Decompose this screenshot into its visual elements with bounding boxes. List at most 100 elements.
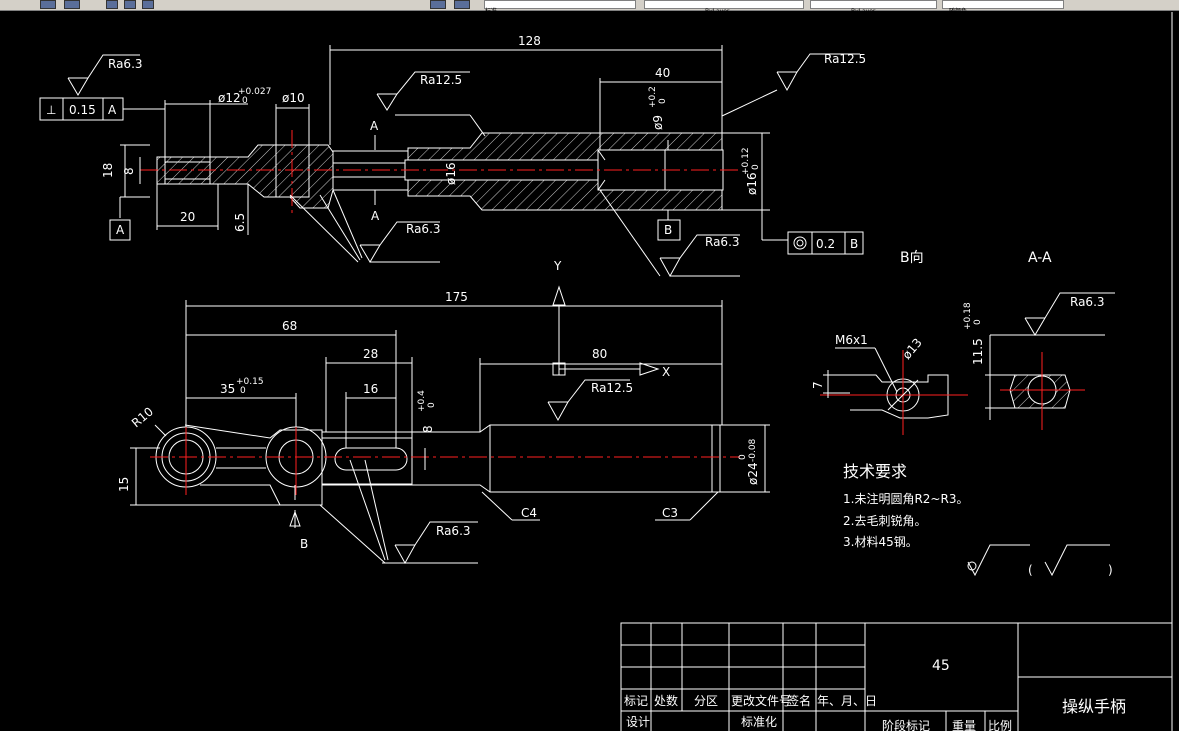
layer-match-icon[interactable] (454, 0, 470, 9)
top-view-part (156, 132, 724, 211)
sun-icon[interactable] (106, 0, 118, 9)
tol-phi16b: +0.12 (741, 147, 751, 175)
layer-icon[interactable] (40, 0, 56, 9)
axis-y-label: Y (553, 259, 562, 273)
other-roughness: ( ) (967, 544, 1113, 577)
view-b-arrow-label: B (300, 537, 308, 551)
tol-phi16b-low: 0 (751, 164, 761, 170)
part-name: 操纵手柄 (1062, 697, 1126, 716)
top-view-centerline (140, 130, 740, 215)
rough-top-3: Ra12.5 (824, 52, 866, 66)
view-aa-dim: 11.5 (971, 338, 985, 365)
tol-35-low: 0 (240, 386, 246, 396)
perp-value: 0.15 (69, 103, 96, 117)
chamfer-c3: C3 (662, 506, 678, 520)
tb-scale: 比例 (988, 719, 1012, 731)
technical-notes: 技术要求 1.未注明圆角R2~R3。 2.去毛刺锐角。 3.材料45钢。 (843, 462, 968, 549)
view-b-title: B向 (900, 250, 924, 266)
lineweight-field[interactable]: 随颜色 (942, 0, 1064, 15)
dim-r10: R10 (129, 404, 156, 430)
rough-close-paren: ) (1108, 563, 1113, 577)
layer-state-icon[interactable] (64, 0, 80, 9)
tb-header-date: 年、月、日 (817, 694, 877, 708)
tb-header-doc: 更改文件号 (731, 693, 791, 708)
bottom-annotations: Ra12.5 Ra6.3 B (289, 379, 633, 565)
dim-6-5: 6.5 (233, 213, 247, 232)
tol-phi12-low: 0 (242, 96, 248, 106)
dim-28: 28 (363, 347, 378, 361)
tb-weight: 重量 (952, 719, 976, 731)
dim-8b: 8 (421, 425, 435, 433)
view-aa-title: A-A (1028, 250, 1052, 266)
tol-phi9: +0.2 (648, 86, 658, 108)
dim-phi24: ø24 (746, 462, 760, 485)
top-annotations: Ra6.3 ⊥ 0.15 A A Ra12.5 A A Ra12.5 Ra6.3 (39, 52, 866, 278)
conc-datum: B (850, 237, 858, 251)
tb-header-sign: 签名 (787, 693, 811, 708)
dim-15: 15 (117, 477, 131, 492)
section-a-top: A (370, 119, 379, 133)
view-aa-tol-low: 0 (973, 319, 983, 325)
axis-x-label: X (662, 365, 670, 379)
tol-24-low: -0.08 (748, 438, 758, 462)
bottom-view-centerline (150, 415, 740, 495)
lock-icon[interactable] (124, 0, 136, 9)
perp-datum: A (108, 103, 117, 117)
tb-header-count: 处数 (654, 693, 678, 708)
dim-40: 40 (655, 66, 670, 80)
linetype-field[interactable]: ByLayer (810, 0, 937, 15)
color-field[interactable]: ByLayer (644, 0, 804, 15)
datum-a: A (116, 223, 125, 237)
section-a-bottom: A (371, 209, 380, 223)
tol-8: +0.4 (417, 390, 427, 412)
dim-35: 35 (220, 382, 235, 396)
layer-prev-icon[interactable] (430, 0, 446, 9)
rough-open-paren: ( (1028, 563, 1033, 577)
style-field-label: 标准 (485, 8, 498, 15)
dim-phi16b: ø16 (745, 172, 759, 195)
view-b-thread: M6x1 (835, 333, 868, 347)
dim-8: 8 (122, 167, 136, 175)
rough-bottom-2: Ra6.3 (436, 524, 471, 538)
tb-standard: 标准化 (741, 715, 777, 729)
rough-top-2: Ra12.5 (420, 73, 462, 87)
dim-phi12: ø12 (218, 91, 241, 105)
dim-128: 128 (518, 34, 541, 48)
rough-top-1: Ra6.3 (108, 57, 143, 71)
view-aa: A-A Ra6.3 11.5 +0.18 0 (963, 250, 1115, 430)
view-aa-rough: Ra6.3 (1070, 295, 1105, 309)
rough-top-4: Ra6.3 (406, 222, 441, 236)
dim-18: 18 (101, 163, 115, 178)
notes-item-2: 2.去毛刺锐角。 (843, 514, 926, 528)
color-icon[interactable] (142, 0, 154, 9)
color-field-label: ByLayer (705, 8, 730, 15)
tol-phi9-low: 0 (658, 98, 668, 104)
dim-phi9: ø9 (651, 115, 665, 130)
title-block: 45 操纵手柄 标记 处数 分区 更改文件号 签名 年、月、日 设计 标准化 阶… (620, 622, 1173, 731)
conc-value: 0.2 (816, 237, 835, 251)
view-b: B向 M6x1 ø13 7 (811, 250, 968, 435)
notes-item-3: 3.材料45钢。 (843, 535, 918, 549)
cad-drawing-canvas[interactable]: 128 40 18 8 20 6.5 ø12 +0.027 0 ø10 ø16 … (0, 10, 1179, 731)
dim-16: 16 (363, 382, 378, 396)
tb-stage: 阶段标记 (882, 718, 930, 731)
chamfer-c4: C4 (521, 506, 537, 520)
datum-b: B (664, 223, 672, 237)
view-aa-tol: +0.18 (963, 302, 973, 330)
material: 45 (932, 658, 950, 674)
dim-20: 20 (180, 210, 195, 224)
tb-header-zone: 分区 (694, 694, 718, 708)
ucs-axes: Y X (552, 259, 670, 379)
rough-top-5: Ra6.3 (705, 235, 740, 249)
notes-title: 技术要求 (843, 462, 907, 481)
tb-header-mark: 标记 (624, 694, 648, 708)
style-field[interactable]: 标准 (484, 0, 636, 15)
linetype-field-label: ByLayer (851, 8, 876, 15)
lineweight-field-label: 随颜色 (949, 8, 968, 15)
view-b-dim7: 7 (811, 381, 825, 389)
tol-24: 0 (738, 454, 748, 460)
dim-175: 175 (445, 290, 468, 304)
bottom-dimensions: 175 68 28 16 80 35 +0.15 0 8 +0.4 0 R10 … (117, 290, 770, 521)
perp-symbol: ⊥ (46, 103, 56, 117)
dim-80: 80 (592, 347, 607, 361)
